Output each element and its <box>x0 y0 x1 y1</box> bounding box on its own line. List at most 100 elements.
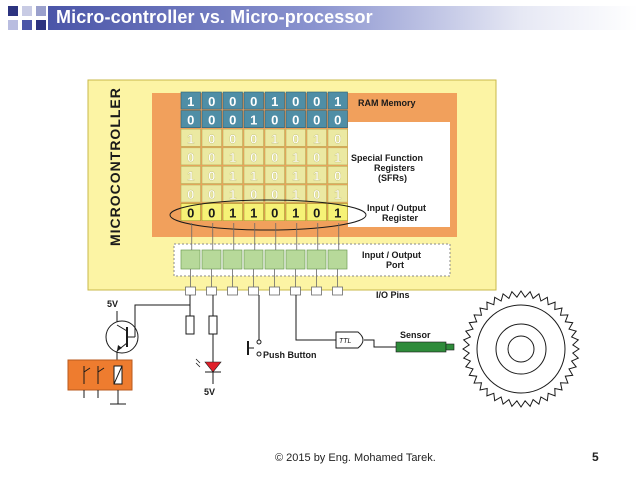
pin-connector <box>290 286 301 296</box>
register-cell <box>243 110 264 128</box>
register-cell <box>264 91 285 110</box>
register-bit: 0 <box>208 206 215 221</box>
port-cell <box>180 249 201 270</box>
ttl-label: TTL <box>339 338 352 345</box>
ttl-gate-icon <box>335 331 364 349</box>
title-bar: Micro-controller vs. Micro-processor <box>0 0 638 34</box>
register-cell <box>327 166 348 184</box>
register-cell <box>180 128 201 147</box>
register-cell <box>243 91 264 110</box>
register-bit: 0 <box>187 113 194 128</box>
register-bit: 0 <box>229 113 236 128</box>
register-bit: 1 <box>187 94 194 109</box>
register-bit: 1 <box>229 169 236 184</box>
title-gradient <box>48 6 638 30</box>
led-icon <box>204 361 222 373</box>
ram-label: RAM Memory <box>358 98 416 108</box>
register-bit: 0 <box>271 187 278 202</box>
register-bit: 0 <box>250 94 257 109</box>
sfr-label-line1: Special Function <box>351 153 423 163</box>
register-bit: 1 <box>292 169 299 184</box>
register-bit: 0 <box>250 187 257 202</box>
sensor-label: Sensor <box>400 330 431 340</box>
register-bit: 1 <box>187 169 194 184</box>
register-cell <box>285 147 306 166</box>
register-cell <box>285 184 306 203</box>
page-number: 5 <box>592 450 599 464</box>
register-cell <box>222 147 243 166</box>
gear-icon <box>462 290 580 408</box>
register-cell <box>327 147 348 166</box>
register-cell <box>180 203 201 222</box>
register-cell <box>222 91 243 110</box>
pin-connector <box>332 286 343 296</box>
register-bit: 0 <box>208 169 215 184</box>
five-v-bottom-label: 5V <box>204 387 215 397</box>
register-bit: 1 <box>250 206 257 221</box>
io-port-cells <box>180 249 348 270</box>
register-cell <box>264 110 285 128</box>
decor-square <box>36 20 46 30</box>
pin1-wiring <box>134 295 191 323</box>
sensor-icon <box>395 341 447 353</box>
register-cell <box>243 203 264 222</box>
register-bit: 0 <box>334 113 341 128</box>
port-cell <box>222 249 243 270</box>
register-cell <box>243 184 264 203</box>
pin-connector <box>206 286 217 296</box>
resistor-1 <box>185 315 195 335</box>
register-cell <box>306 147 327 166</box>
register-bit: 1 <box>334 150 341 165</box>
register-bit: 0 <box>292 94 299 109</box>
register-bit: 0 <box>208 131 215 146</box>
register-bit: 0 <box>187 187 194 202</box>
register-bit: 0 <box>292 113 299 128</box>
register-bit: 1 <box>334 187 341 202</box>
register-cell <box>264 166 285 184</box>
register-cell <box>243 128 264 147</box>
register-bit: 0 <box>271 169 278 184</box>
register-bit: 1 <box>271 94 278 109</box>
push-button-label: Push Button <box>263 350 317 360</box>
decor-square <box>22 20 32 30</box>
register-cell <box>306 128 327 147</box>
register-bit: 0 <box>250 150 257 165</box>
register-cell <box>327 203 348 222</box>
register-cell <box>285 166 306 184</box>
register-bit: 1 <box>271 131 278 146</box>
register-bit: 0 <box>229 94 236 109</box>
register-bit: 0 <box>313 150 320 165</box>
io-pins-label: I/O Pins <box>376 290 410 300</box>
register-cell <box>222 203 243 222</box>
register-bit: 0 <box>208 113 215 128</box>
io-register-highlight <box>169 199 367 231</box>
decor-square <box>8 6 18 16</box>
io-port-label-line2: Port <box>386 260 404 270</box>
memory-label-panel <box>348 122 450 227</box>
register-cell <box>306 166 327 184</box>
register-bit: 1 <box>250 113 257 128</box>
io-pins <box>185 223 343 296</box>
register-cell <box>327 128 348 147</box>
decor-square <box>36 6 46 16</box>
register-bit: 1 <box>334 94 341 109</box>
port-cell <box>327 249 348 270</box>
register-bit: 0 <box>187 150 194 165</box>
io-register-label-line2: Register <box>382 213 419 223</box>
register-cell <box>327 184 348 203</box>
register-cell <box>180 184 201 203</box>
register-cell <box>201 128 222 147</box>
register-bit: 1 <box>334 206 341 221</box>
port-cell <box>264 249 285 270</box>
register-bit: 1 <box>250 169 257 184</box>
register-cell <box>243 147 264 166</box>
register-cell <box>285 128 306 147</box>
register-cell <box>180 91 201 110</box>
five-v-top-label: 5V <box>107 299 118 309</box>
register-bit: 0 <box>271 113 278 128</box>
port-cell <box>285 249 306 270</box>
register-cell <box>243 166 264 184</box>
register-cell <box>180 147 201 166</box>
